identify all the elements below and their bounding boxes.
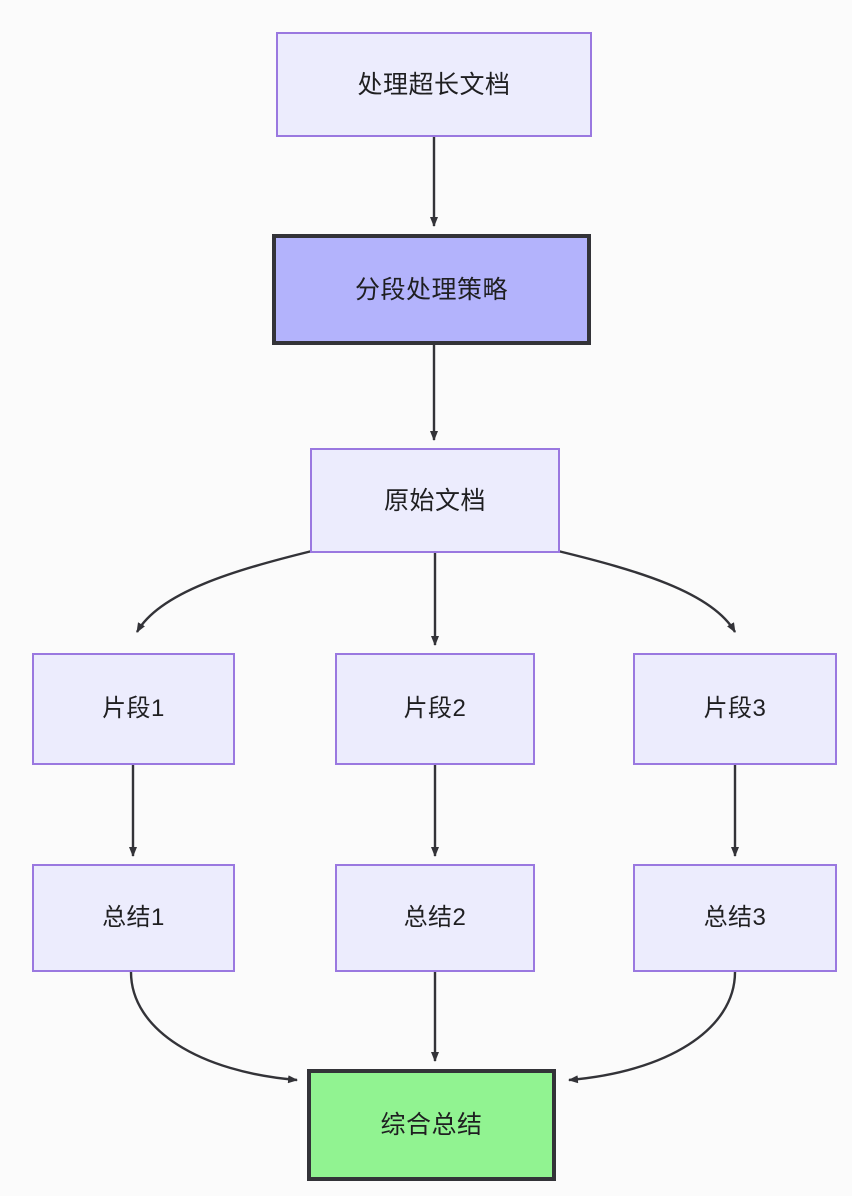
node-chunk-1-label: 片段1 bbox=[102, 694, 165, 722]
node-chunk-3[interactable]: 片段3 bbox=[633, 653, 837, 765]
node-chunk-2[interactable]: 片段2 bbox=[335, 653, 535, 765]
edge-source-doc-to-chunk-3 bbox=[557, 549, 737, 633]
node-summary-3[interactable]: 总结3 bbox=[633, 864, 837, 972]
node-summary-1-label: 总结1 bbox=[102, 903, 165, 931]
node-chunk-1[interactable]: 片段1 bbox=[32, 653, 235, 765]
node-source-doc[interactable]: 原始文档 bbox=[310, 448, 560, 553]
node-long-doc-label: 处理超长文档 bbox=[357, 70, 511, 99]
node-source-doc-label: 原始文档 bbox=[383, 486, 486, 515]
node-strategy[interactable]: 分段处理策略 bbox=[272, 234, 591, 345]
node-final-summary-label: 综合总结 bbox=[380, 1111, 483, 1139]
node-summary-2-label: 总结2 bbox=[403, 903, 467, 931]
node-chunk-2-label: 片段2 bbox=[403, 694, 467, 722]
edge-summary-1-to-final bbox=[129, 971, 298, 1084]
edge-summary-3-to-final bbox=[568, 971, 737, 1084]
node-chunk-3-label: 片段3 bbox=[703, 694, 767, 722]
node-long-doc[interactable]: 处理超长文档 bbox=[276, 32, 592, 137]
node-summary-1[interactable]: 总结1 bbox=[32, 864, 235, 972]
edge-source-doc-to-chunk-1 bbox=[135, 549, 313, 633]
node-strategy-label: 分段处理策略 bbox=[354, 275, 508, 304]
node-summary-3-label: 总结3 bbox=[703, 903, 767, 931]
node-summary-2[interactable]: 总结2 bbox=[335, 864, 535, 972]
node-final-summary[interactable]: 综合总结 bbox=[307, 1069, 556, 1181]
